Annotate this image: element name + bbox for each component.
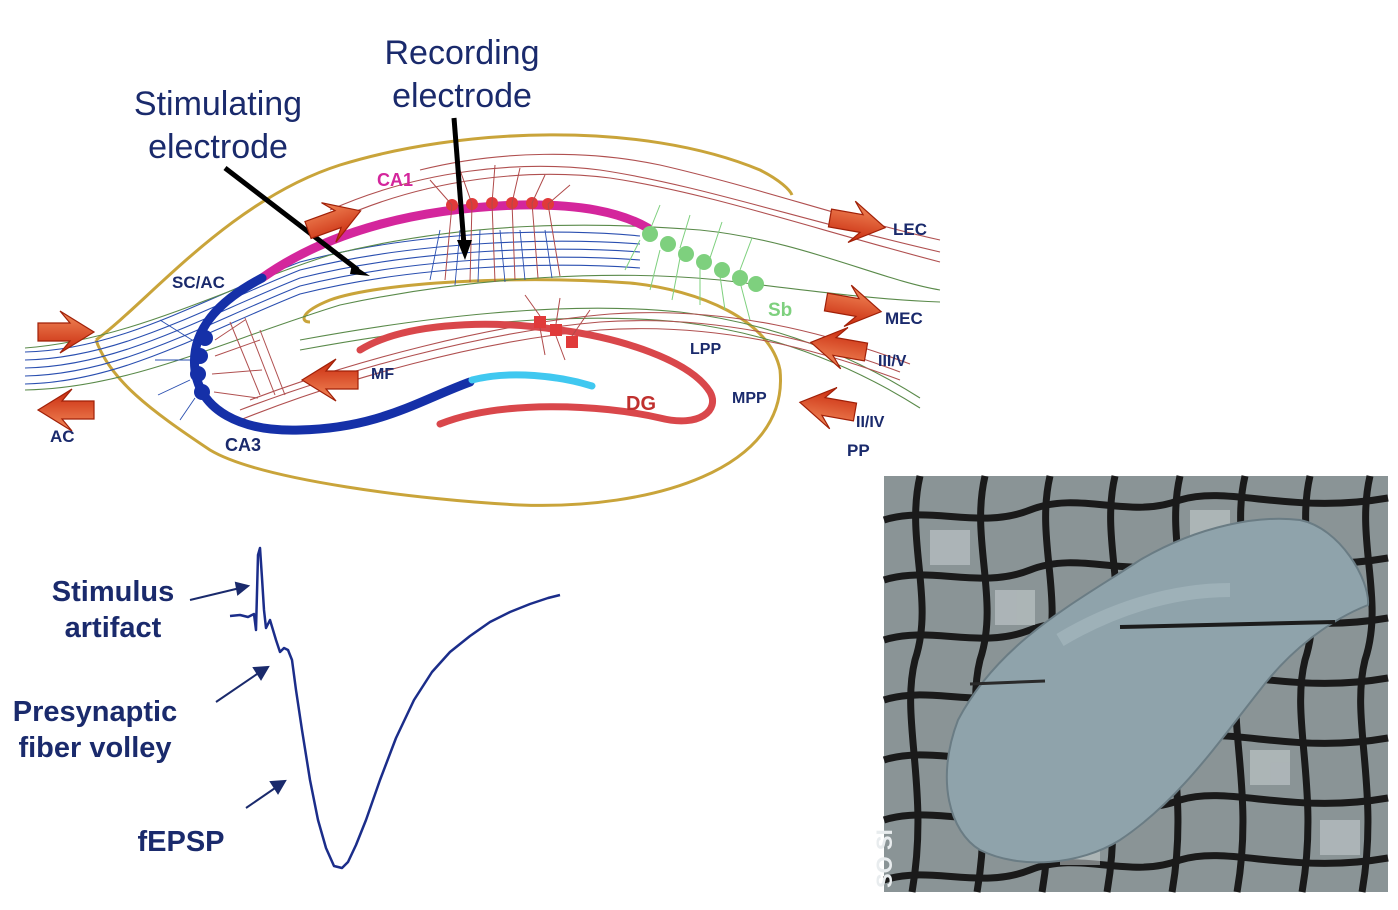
photo-stamp: SO SI — [872, 829, 897, 888]
slice-photo: SO SI — [872, 475, 1389, 893]
label-pp: PP — [847, 441, 870, 460]
fepsp-label: fEPSP — [137, 826, 225, 858]
label-dg: DG — [626, 393, 656, 415]
subiculum-cells — [642, 226, 764, 292]
ca3-layer — [189, 273, 475, 435]
dg-dendrites — [524, 294, 591, 361]
dg-layer — [356, 320, 716, 428]
photo-electrode-1 — [1119, 620, 1336, 629]
ca1-dendrites — [429, 164, 571, 283]
label-mpp: MPP — [732, 390, 767, 407]
fepsp-trace — [229, 546, 561, 870]
tissue-slice — [945, 517, 1370, 864]
stimulating-electrode — [223, 166, 360, 272]
label-ca3: CA3 — [225, 435, 261, 455]
ca1-basal-dendrites — [429, 229, 553, 286]
label-iii-v: III/V — [878, 353, 907, 370]
photo-electrode-2 — [969, 679, 1046, 686]
stimulating-line-2: electrode — [148, 127, 288, 166]
label-sb: Sb — [768, 300, 792, 321]
recording-electrode — [451, 117, 467, 246]
ca3-dendrites — [211, 317, 286, 399]
stimulating-line-1: Stimulating — [133, 85, 303, 123]
trace-pointers — [189, 581, 287, 809]
fiber-volley-line-2: fiber volley — [18, 732, 172, 765]
fiber-volley-line-1: Presynaptic — [12, 696, 178, 728]
dg-granule-cyan — [468, 371, 596, 390]
label-lec: LEC — [893, 220, 927, 239]
dg-cells — [534, 316, 578, 348]
ca3-basal-dendrites — [155, 319, 196, 421]
slice-outline — [94, 133, 794, 507]
fiber-volley-label: Presynaptic fiber volley — [0, 694, 190, 767]
recording-line-1: Recording — [384, 34, 540, 72]
ca3-cells — [190, 330, 213, 400]
label-ca1: CA1 — [377, 170, 413, 190]
hippocampus-diagram: CA1 CA3 DG SC/AC AC MF LPP MPP LEC MEC S… — [24, 117, 941, 507]
anatomy-labels: CA1 CA3 DG SC/AC AC MF LPP MPP LEC MEC S… — [50, 170, 927, 460]
recording-electrode-label: Recording electrode — [372, 32, 552, 117]
subiculum-dendrites — [624, 204, 753, 321]
recording-electrode-tip — [457, 240, 472, 260]
recording-line-2: electrode — [392, 76, 532, 115]
stimulus-artifact-line-1: Stimulus — [51, 576, 175, 608]
fepsp-trace-panel — [189, 546, 561, 870]
label-ac: AC — [50, 427, 75, 446]
label-mec: MEC — [885, 309, 923, 328]
stimulus-artifact-line-2: artifact — [64, 612, 162, 645]
label-ii-iv: II/IV — [856, 414, 885, 431]
stimulating-electrode-tip — [350, 264, 370, 276]
label-sc-ac: SC/AC — [172, 273, 225, 292]
stimulating-electrode-label: Stimulating electrode — [118, 83, 318, 168]
label-lpp: LPP — [690, 341, 721, 358]
label-mf: MF — [371, 366, 394, 383]
stimulus-artifact-label: Stimulus artifact — [30, 574, 196, 647]
